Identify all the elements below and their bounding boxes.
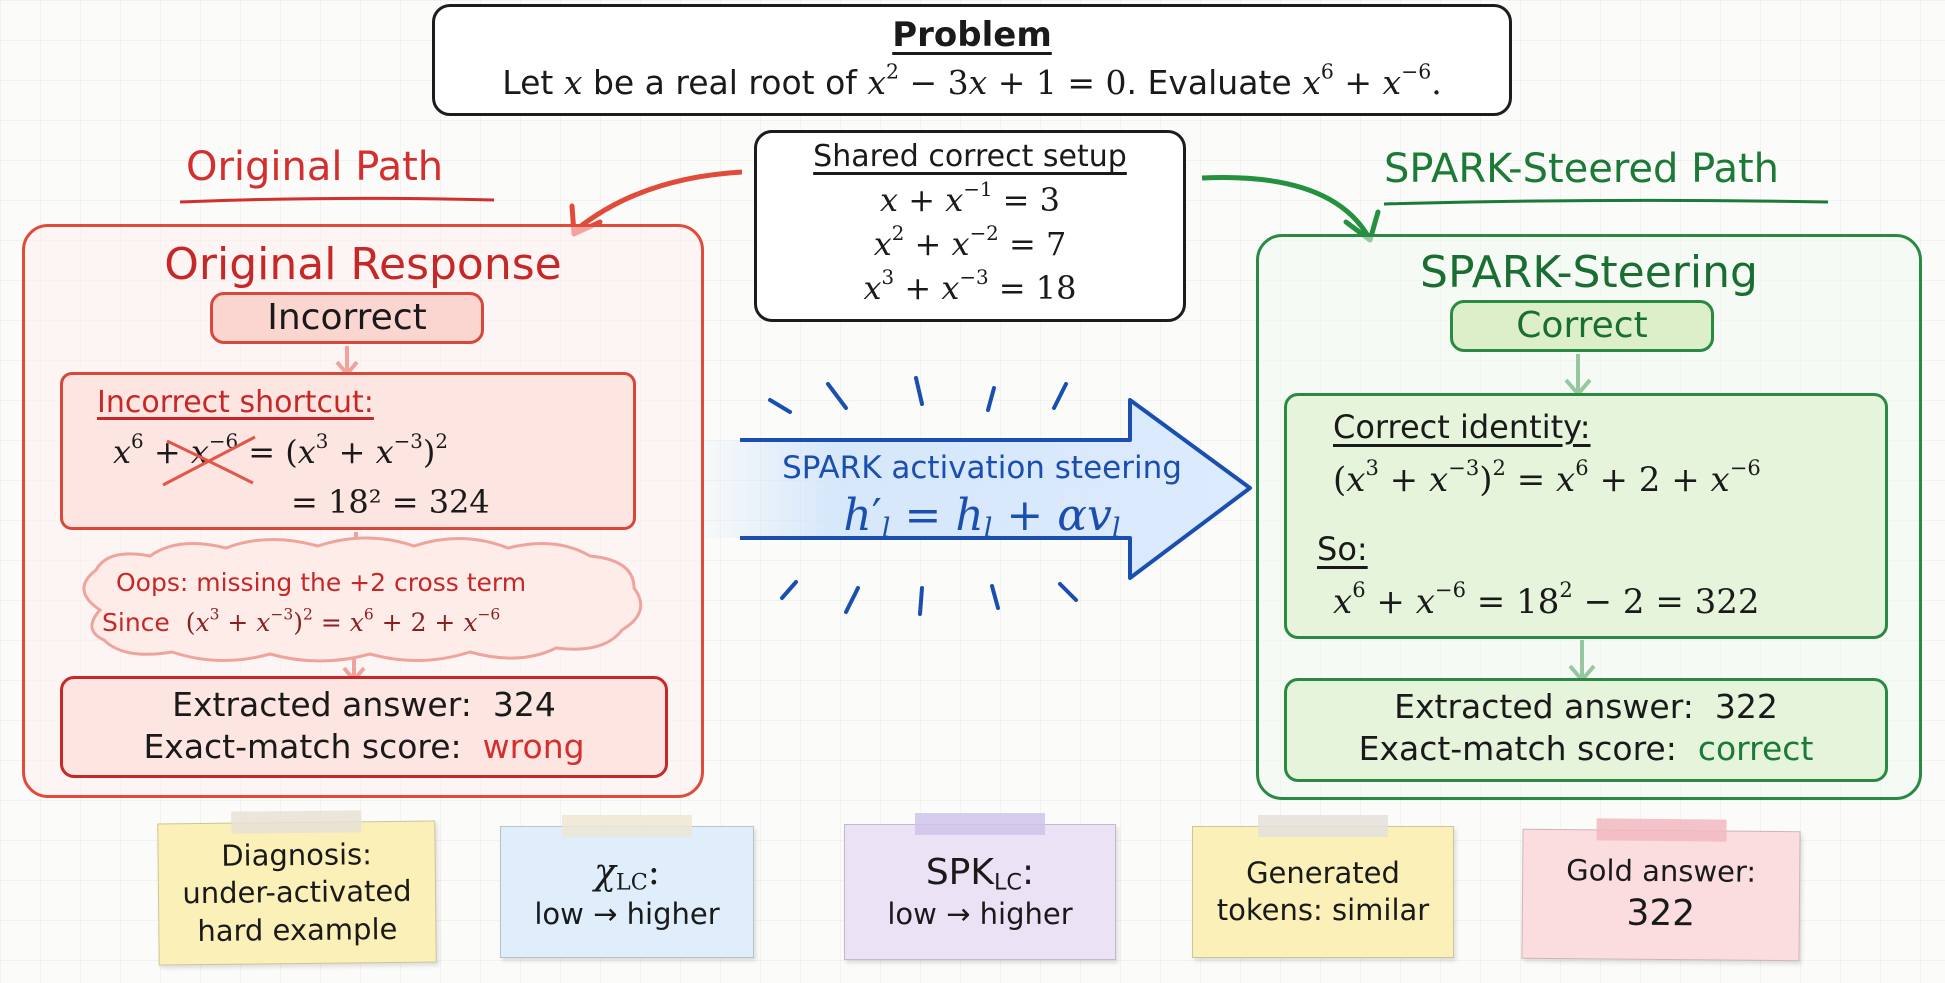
cross-out-mark (162, 435, 256, 487)
chi-note: χLC: low → higher (500, 815, 754, 958)
spk-title: SPKLC: (925, 852, 1035, 896)
red-curved-arrow (574, 169, 743, 232)
original-answer-box: Extracted answer: 324 Exact-match score:… (60, 676, 668, 778)
steering-arrow-shape (690, 400, 1250, 578)
so-equation: x6 + x−6 = 182 − 2 = 322 (1333, 577, 1760, 622)
spark-rays (768, 376, 1078, 616)
spark-answer-box: Extracted answer: 322 Exact-match score:… (1284, 678, 1888, 782)
problem-text-eval: . Evaluate (1126, 63, 1292, 102)
correct-identity-box: Correct identity: (x3 + x−3)2 = x6 + 2 +… (1284, 393, 1888, 639)
spk-change: low → higher (887, 897, 1073, 932)
chi-change: low → higher (534, 897, 720, 932)
original-path-title: Original Path (186, 144, 444, 190)
incorrect-badge: Incorrect (210, 292, 484, 344)
original-extracted-answer: Extracted answer: 324 (172, 685, 556, 724)
incorrect-shortcut-box: Incorrect shortcut: x6 + x−6 = (x3 + x−3… (60, 372, 636, 530)
setup-eq-2: x2 + x−2 = 7 (873, 222, 1067, 263)
diagnosis-note: Diagnosis: under-activated hard example (157, 810, 437, 966)
oops-text: Oops: missing the +2 cross term (116, 568, 527, 597)
incorrect-shortcut-label: Incorrect shortcut: (97, 385, 374, 420)
problem-title: Problem (892, 15, 1052, 55)
diagnosis-line-3: hard example (197, 911, 398, 948)
steering-equation: h′l = hl + αvl (843, 490, 1121, 544)
tokens-note: Generated tokens: similar (1192, 815, 1454, 958)
shortcut-equation: x6 + x−6 = (x3 + x−3)2 (113, 430, 448, 471)
problem-text-prefix: Let (502, 63, 554, 102)
setup-eq-1: x + x−1 = 3 (880, 178, 1060, 219)
oops-since: Since (x3 + x−3)2 = x6 + 2 + x−6 (102, 605, 501, 637)
original-exact-match: Exact-match score: wrong (143, 727, 585, 766)
tokens-line-2: tokens: similar (1216, 893, 1430, 927)
tokens-line-1: Generated (1246, 855, 1400, 890)
so-label: So: (1317, 530, 1368, 568)
spark-extracted-answer: Extracted answer: 322 (1394, 687, 1778, 726)
setup-eq-3: x3 + x−3 = 18 (863, 266, 1077, 307)
shortcut-result: = 18² = 324 (291, 483, 490, 521)
identity-equation: (x3 + x−3)2 = x6 + 2 + x−6 (1333, 455, 1761, 500)
original-response-title: Original Response (164, 239, 562, 290)
problem-box: Problem Let x be a real root of x2 − 3x … (432, 4, 1512, 116)
spark-exact-match: Exact-match score: correct (1358, 729, 1814, 768)
orig-path-underline (179, 196, 495, 204)
gold-answer-value: 322 (1626, 892, 1696, 934)
gold-answer-note: Gold answer: 322 (1521, 818, 1801, 962)
green-curved-arrow (1201, 175, 1371, 238)
spark-steering-title: SPARK-Steering (1420, 247, 1758, 298)
spk-note: SPKLC: low → higher (844, 813, 1116, 960)
spark-path-title: SPARK-Steered Path (1384, 146, 1780, 192)
diagnosis-title: Diagnosis: (221, 837, 373, 874)
oops-note: Oops: missing the +2 cross term Since (x… (72, 556, 638, 652)
correct-identity-label: Correct identity: (1333, 408, 1591, 446)
diagnosis-line-2: under-activated (182, 874, 412, 911)
chi-title: χLC: (594, 852, 660, 896)
problem-statement: Let x be a real root of x2 − 3x + 1 = 0.… (502, 59, 1442, 102)
correct-badge: Correct (1450, 300, 1714, 352)
problem-text-mid: be a real root of (592, 63, 857, 102)
spark-path-underline (1383, 198, 1829, 206)
steering-label: SPARK activation steering (782, 450, 1182, 486)
shared-setup-box: Shared correct setup x + x−1 = 3 x2 + x−… (754, 130, 1186, 322)
gold-answer-label: Gold answer: (1566, 853, 1757, 890)
setup-title: Shared correct setup (813, 139, 1127, 174)
